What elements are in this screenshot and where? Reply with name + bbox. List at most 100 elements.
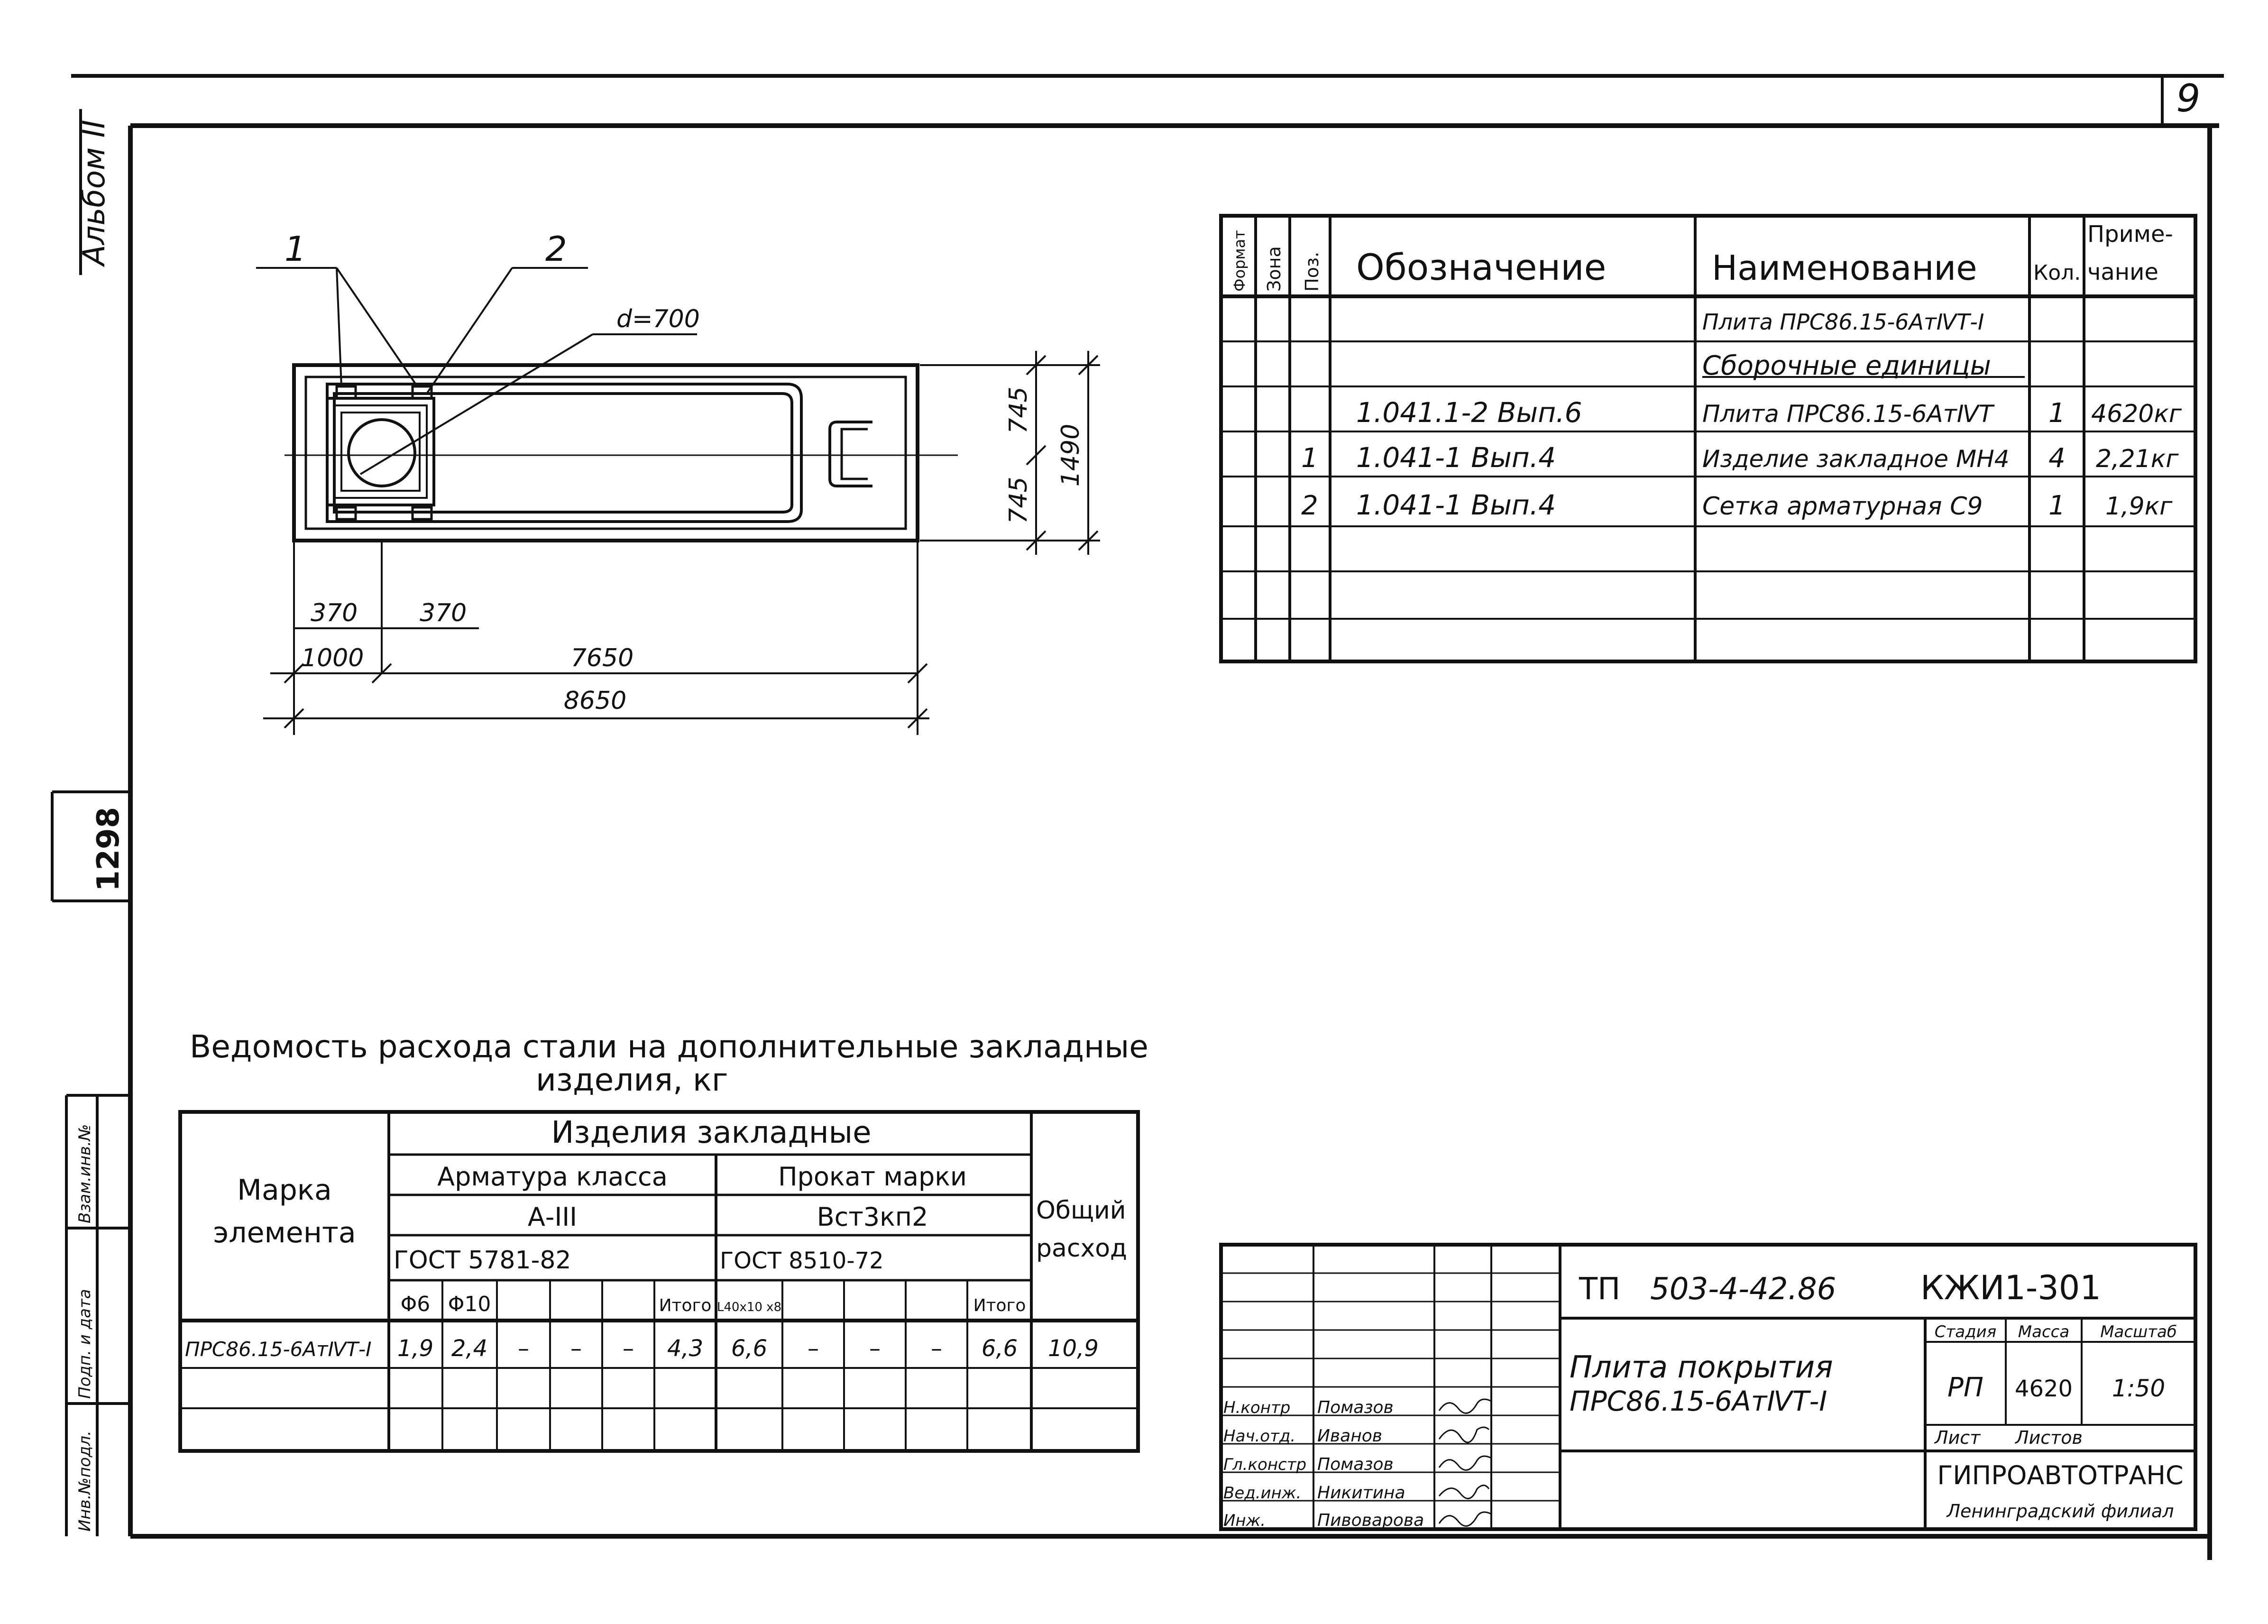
spec-row-2-name: Сборочные единицы	[1702, 350, 1991, 381]
steel-sub-7: L40x10 x8	[717, 1300, 781, 1314]
steel-row-1-c3: –	[518, 1335, 529, 1362]
steel-row-1-c9: –	[869, 1335, 881, 1362]
steel-row-1-c4: –	[570, 1335, 582, 1362]
spec-row-5-name: Сетка арматурная С9	[1702, 492, 1983, 521]
dim-half-top: 745	[1004, 386, 1033, 433]
spec-row-3-qty: 1	[2048, 398, 2066, 429]
spec-header-zone: Зона	[1264, 246, 1285, 292]
spec-row-4-pos: 1	[1301, 443, 1318, 474]
steel-row-1-c7: 6,6	[731, 1335, 767, 1362]
spec-header-pos: Поз.	[1302, 252, 1322, 292]
title-branch: Ленинградский филиал	[1946, 1501, 2174, 1522]
spec-row-4-qty: 4	[2048, 443, 2066, 474]
steel-rebar-gost: ГОСТ 5781-82	[394, 1246, 571, 1275]
spec-table-grid	[1219, 214, 2197, 663]
role-5-name: Пивоварова	[1317, 1511, 1424, 1530]
diameter-label: d=700	[616, 305, 700, 333]
spec-row-5-note: 1,9кг	[2105, 492, 2173, 521]
title-mass-label: Масса	[2018, 1322, 2069, 1341]
spec-header-designation: Обозначение	[1356, 246, 1606, 288]
dim-offset-right: 370	[420, 599, 467, 627]
title-sheet-label: Лист	[1934, 1427, 1981, 1448]
steel-header-rebar: Арматура класса	[437, 1162, 668, 1192]
steel-sub-2: Φ10	[448, 1292, 491, 1316]
steel-row-1-c10: –	[931, 1335, 942, 1362]
steel-row-1-mark: ПРС86.15-6АтⅣТ-I	[185, 1338, 372, 1361]
role-3: Гл.констр	[1223, 1455, 1306, 1474]
dim-half-bottom: 745	[1004, 477, 1033, 523]
steel-table-grid	[178, 1110, 1140, 1453]
steel-row-1-c1: 1,9	[397, 1335, 433, 1362]
spec-row-5-pos: 2	[1301, 490, 1318, 521]
steel-table-title-1: Ведомость расхода стали на дополнительны…	[190, 1028, 1148, 1065]
title-name-1: Плита покрытия	[1570, 1350, 1833, 1385]
steel-row-1-c8: –	[808, 1335, 819, 1362]
steel-row-1-c11: 6,6	[982, 1335, 1018, 1362]
role-4: Вед.инж.	[1223, 1484, 1301, 1503]
title-sheet-code: КЖИ1-301	[1920, 1268, 2101, 1307]
title-sheets-label: Листов	[2014, 1427, 2083, 1448]
spec-row-4-designation: 1.041-1 Вып.4	[1356, 441, 1556, 474]
spec-row-4-note: 2,21кг	[2096, 445, 2179, 473]
role-5: Инж.	[1223, 1511, 1266, 1530]
title-org: ГИПРОАВТОТРАНС	[1937, 1460, 2183, 1490]
dim-total-height: 1490	[1056, 424, 1085, 486]
role-3-name: Помазов	[1317, 1455, 1394, 1474]
spec-header-note: Приме-чание	[2087, 221, 2173, 285]
title-scale-label: Масштаб	[2100, 1322, 2177, 1341]
title-stage-label: Стадия	[1935, 1322, 1996, 1341]
steel-row-1-c2: 2,4	[451, 1335, 487, 1362]
role-1: Н.контр	[1223, 1398, 1290, 1417]
page-number: 9	[2176, 76, 2201, 120]
steel-header-group: Изделия закладные	[551, 1115, 872, 1150]
steel-header-rolled: Прокат марки	[778, 1162, 967, 1192]
sheet-frame	[51, 74, 2224, 1560]
steel-rolled-gost: ГОСТ 8510-72	[720, 1248, 884, 1274]
spec-row-3-note: 4620кг	[2091, 400, 2182, 428]
dim-offset-left: 370	[311, 599, 358, 627]
dim-segment-2: 7650	[571, 644, 634, 672]
title-scale: 1:50	[2112, 1375, 2165, 1402]
role-2: Нач.отд.	[1223, 1427, 1295, 1446]
margin-label-replace: Взам.инв.№	[75, 1124, 94, 1223]
steel-sub-6: Итого	[659, 1296, 712, 1315]
role-1-name: Помазов	[1317, 1398, 1394, 1417]
spec-row-4-name: Изделие закладное МН4	[1702, 445, 2010, 473]
title-stage: РП	[1947, 1372, 1983, 1403]
steel-row-1-c5: –	[623, 1335, 634, 1362]
leader-1-label: 1	[285, 229, 306, 269]
spec-row-1-name: Плита ПРС86.15-6АтⅣТ-I	[1702, 309, 1984, 335]
steel-table-title-2: изделия, кг	[536, 1062, 728, 1098]
spec-header-qty: Кол.	[2033, 261, 2081, 285]
title-block-grid	[1219, 1243, 2197, 1531]
dim-segment-1: 1000	[301, 644, 364, 672]
leader-2-label: 2	[545, 229, 567, 269]
spec-row-3-name: Плита ПРС86.15-6АтⅣТ	[1702, 400, 1995, 428]
margin-label-signature: Подп. и дата	[75, 1289, 94, 1399]
steel-row-1-total: 10,9	[1048, 1335, 1099, 1362]
inventory-number: 1298	[91, 807, 126, 891]
steel-row-1-c6: 4,3	[667, 1335, 703, 1362]
steel-rolled-grade: Вст3кп2	[817, 1202, 928, 1232]
title-code: 503-4-42.86	[1650, 1272, 1836, 1307]
spec-row-5-qty: 1	[2048, 490, 2066, 521]
album-label: Альбом II	[77, 120, 112, 267]
steel-sub-11: Итого	[973, 1296, 1026, 1315]
title-code-prefix: ТП	[1579, 1272, 1620, 1307]
role-2-name: Иванов	[1317, 1426, 1382, 1446]
title-name-2: ПРС86.15-6АтⅣТ-I	[1570, 1385, 1827, 1417]
spec-row-3-designation: 1.041.1-2 Вып.6	[1356, 396, 1582, 429]
spec-row-5-designation: 1.041-1 Вып.4	[1356, 489, 1556, 521]
signatures	[1438, 1398, 1492, 1527]
margin-label-inventory: Инв.№подл.	[75, 1431, 94, 1532]
title-mass: 4620	[2015, 1376, 2073, 1402]
slab-plan-drawing	[256, 267, 1100, 735]
steel-sub-1: Φ6	[401, 1292, 431, 1316]
spec-header-format: Формат	[1230, 230, 1249, 292]
dim-total-length: 8650	[564, 687, 626, 715]
steel-rebar-class: А-III	[528, 1202, 577, 1232]
role-4-name: Никитина	[1317, 1483, 1405, 1503]
